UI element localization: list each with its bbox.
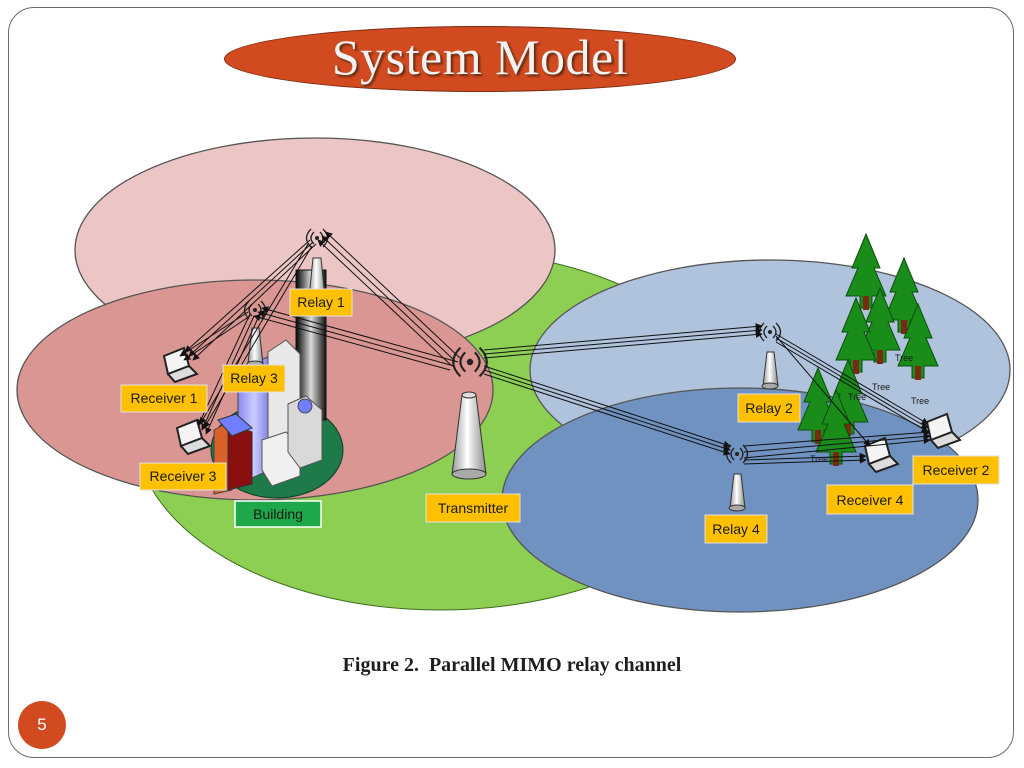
svg-text:Receiver 3: Receiver 3 bbox=[150, 468, 217, 484]
transmitter-antenna-icon bbox=[451, 346, 488, 480]
svg-text:Relay 4: Relay 4 bbox=[712, 521, 760, 537]
relay2-antenna-icon bbox=[758, 322, 782, 390]
svg-text:Transmitter: Transmitter bbox=[438, 500, 509, 516]
svg-text:Relay 3: Relay 3 bbox=[230, 370, 278, 386]
title-banner bbox=[224, 26, 736, 92]
slide-title: System Model bbox=[331, 29, 629, 85]
tree-label: Tree bbox=[848, 392, 866, 402]
svg-text:Receiver 4: Receiver 4 bbox=[837, 492, 904, 508]
relay1-label: Relay 1 bbox=[289, 288, 353, 317]
receiver4-label: Receiver 4 bbox=[826, 484, 914, 515]
figure-caption: Figure 2. Parallel MIMO relay channel bbox=[342, 654, 682, 676]
svg-text:Receiver 2: Receiver 2 bbox=[923, 462, 990, 478]
building-label: Building bbox=[234, 500, 322, 528]
receiver2-label: Receiver 2 bbox=[912, 455, 1000, 485]
transmitter-label: Transmitter bbox=[425, 493, 521, 523]
svg-text:Receiver 1: Receiver 1 bbox=[131, 390, 198, 406]
relay2-label: Relay 2 bbox=[737, 393, 801, 423]
relay4-antenna-icon bbox=[725, 444, 749, 512]
slide-frame bbox=[8, 7, 1014, 758]
receiver3-label: Receiver 3 bbox=[139, 462, 227, 491]
receiver1-label: Receiver 1 bbox=[120, 384, 208, 413]
tree-label: Tree bbox=[810, 454, 828, 464]
relay3-label: Relay 3 bbox=[222, 364, 286, 393]
svg-text:Relay 1: Relay 1 bbox=[297, 294, 345, 310]
tree-label: Tree bbox=[911, 396, 929, 406]
tree-label: Tree bbox=[895, 353, 913, 363]
page-number-badge: 5 bbox=[18, 701, 66, 749]
relay4-label: Relay 4 bbox=[704, 514, 768, 544]
svg-text:Relay 2: Relay 2 bbox=[745, 400, 793, 416]
svg-text:Building: Building bbox=[253, 506, 303, 522]
tree-label: Tree bbox=[872, 382, 890, 392]
